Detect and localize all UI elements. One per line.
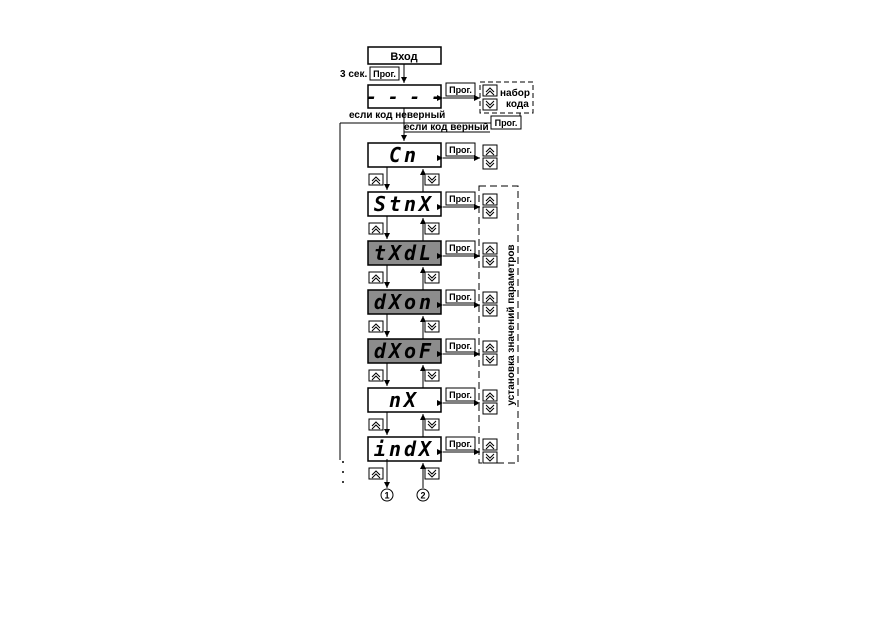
menu-row: indX Прог.	[367, 436, 498, 480]
nav-down-key-icon	[424, 467, 440, 480]
menu-display	[367, 191, 442, 217]
menu-display-text: dXoF	[374, 339, 434, 363]
nav-up-key-icon	[368, 222, 384, 235]
nav-up-key-icon	[368, 418, 384, 431]
menu-row: nX Прог.	[367, 387, 498, 437]
param-down-key-icon	[482, 304, 498, 317]
code-display-text: - - - -	[366, 87, 442, 108]
nav-up-key-icon	[368, 369, 384, 382]
entry-label: Вход	[390, 51, 417, 63]
menu-display-text: Cn	[389, 143, 419, 167]
code-up-key-icon	[482, 84, 498, 97]
param-up-key-icon	[482, 242, 498, 255]
code-entry-label-2: кода	[506, 99, 529, 110]
menu-row: dXon Прог.	[367, 289, 498, 339]
nav-up-key-icon	[368, 173, 384, 186]
exit-marker-2-label: 2	[420, 491, 425, 501]
nav-down-key-icon	[424, 320, 440, 333]
nav-down-key-icon	[424, 271, 440, 284]
nav-down-key-icon	[424, 222, 440, 235]
prog-key-label: Прог.	[449, 390, 472, 400]
menu-row: Cn Прог.	[367, 142, 498, 192]
prog-key-entry-label: Прог.	[373, 69, 396, 79]
param-up-key-icon	[482, 389, 498, 402]
params-group	[478, 185, 519, 464]
exit-marker-1-label: 1	[384, 491, 389, 501]
hold-label: 3 сек.	[340, 69, 367, 80]
code-entry-group	[479, 81, 534, 114]
param-down-key-icon	[482, 353, 498, 366]
prog-key-label: Прог.	[449, 439, 472, 449]
param-down-key-icon	[482, 206, 498, 219]
nav-down-key-icon	[424, 418, 440, 431]
nav-up-key-icon	[368, 320, 384, 333]
prog-key-label: Прог.	[449, 292, 472, 302]
prog-key-confirm-label: Прог.	[495, 118, 518, 128]
param-down-key-icon	[482, 451, 498, 464]
menu-row: dXoF Прог.	[367, 338, 498, 388]
prog-key-label: Прог.	[449, 194, 472, 204]
menu-display-text: dXon	[374, 290, 434, 314]
menu-display	[367, 240, 442, 266]
param-up-key-icon	[482, 291, 498, 304]
menu-display-text: indX	[374, 437, 434, 461]
prog-key-label: Прог.	[449, 341, 472, 351]
menu-display-text: StnX	[374, 192, 434, 216]
menu-row: StnX Прог.	[367, 191, 498, 241]
continuation-dots	[342, 461, 344, 483]
wrong-code-label: если код неверный	[349, 110, 445, 121]
param-up-key-icon	[482, 144, 498, 157]
nav-down-key-icon	[424, 173, 440, 186]
param-up-key-icon	[482, 193, 498, 206]
menu-display	[367, 142, 442, 168]
menu-display-text: nX	[389, 388, 419, 412]
exit-marker-2	[416, 488, 430, 502]
param-up-key-icon	[482, 438, 498, 451]
param-up-key-icon	[482, 340, 498, 353]
prog-key-label: Прог.	[449, 243, 472, 253]
menu-row: tXdL Прог.	[367, 240, 498, 290]
prog-key-code-label: Прог.	[449, 85, 472, 95]
code-down-key-icon	[482, 98, 498, 111]
param-down-key-icon	[482, 255, 498, 268]
right-code-label: если код верный	[404, 122, 489, 133]
menu-display-text: tXdL	[374, 241, 434, 265]
param-down-key-icon	[482, 157, 498, 170]
params-label: установка значений параметров	[506, 244, 517, 405]
code-entry-label-1: набор	[500, 87, 530, 99]
exit-marker-1	[380, 488, 394, 502]
prog-key-entry	[369, 66, 400, 81]
nav-down-key-icon	[424, 369, 440, 382]
nav-up-key-icon	[368, 467, 384, 480]
param-down-key-icon	[482, 402, 498, 415]
prog-key-confirm	[490, 115, 522, 130]
nav-up-key-icon	[368, 271, 384, 284]
menu-display	[367, 289, 442, 315]
prog-key-label: Прог.	[449, 145, 472, 155]
